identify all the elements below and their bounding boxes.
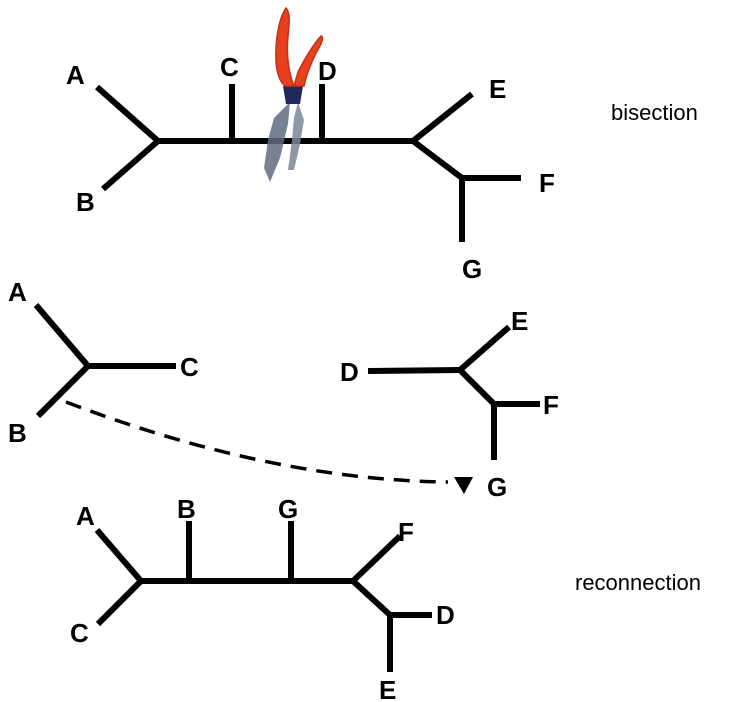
scissors-icon [264,6,324,182]
edge-c [95,578,144,627]
leaf-label-b: B [177,494,196,524]
scissors-blade-right [288,102,304,170]
scissors-blade-left [264,102,290,182]
scissors-handle-right [293,35,324,87]
original-tree: A B C D E F G [66,52,555,284]
leaf-label-f: F [543,390,559,420]
regraft-arrow [65,400,449,484]
scissors-pivot [283,86,303,104]
leaf-label-e: E [379,675,396,702]
scissors-handle-left [275,6,296,87]
edge-a [95,84,160,144]
leaf-label-g: G [487,472,507,502]
leaf-label-c: C [220,52,239,82]
leaf-label-f: F [539,168,555,198]
leaf-label-a: A [8,277,27,307]
stage-label-bisection: bisection [611,100,698,125]
edge-a [94,528,144,583]
edge-b [101,138,160,192]
leaf-label-d: D [436,600,455,630]
edge-f [350,533,403,584]
edge-b [35,363,91,419]
leaf-label-f: F [398,517,414,547]
leaf-label-b: B [76,187,95,217]
leaf-label-a: A [66,60,85,90]
leaf-label-c: C [70,618,89,648]
stage-label-reconnection: reconnection [575,570,701,595]
leaf-label-a: A [76,501,95,531]
internal-edge-fg [457,367,497,407]
subtree-abc: A B C [8,277,199,448]
leaf-label-g: G [278,494,298,524]
leaf-label-c: C [180,352,199,382]
leaf-label-d: D [340,357,359,387]
leaf-label-g: G [462,254,482,284]
arrowhead-icon [454,477,473,494]
subtree-defg: D E F G [340,306,559,502]
edge-e [458,324,511,373]
internal-edge-ef [411,138,464,181]
leaf-label-b: B [8,418,27,448]
leaf-label-d: D [318,56,337,86]
edge-d [367,367,461,374]
internal-edge-de [350,578,393,618]
edge-e [411,91,474,144]
edge-a [33,303,91,368]
reconnected-tree: A B G F C D E [70,494,455,702]
leaf-label-e: E [511,306,528,336]
leaf-label-e: E [489,74,506,104]
